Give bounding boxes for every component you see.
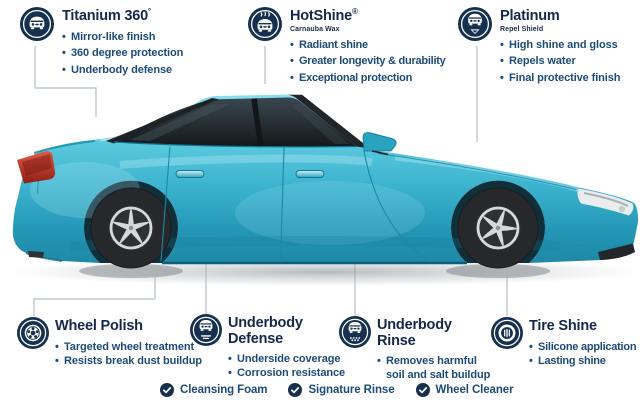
bullet: Exceptional protection xyxy=(290,70,446,87)
feature-bullets: High shine and gloss Repels water Final … xyxy=(500,37,620,87)
rear-window-trim xyxy=(106,98,219,144)
front-door-handle xyxy=(295,170,325,178)
connector-titanium-360 xyxy=(34,46,97,117)
feature-bullets: Silicone application Lasting shine xyxy=(529,340,637,368)
feature-title: Wheel Polish xyxy=(55,318,143,334)
feature-subtitle: Repel Shield xyxy=(500,25,544,33)
headlight xyxy=(577,188,634,216)
titanium-360-icon xyxy=(20,7,54,41)
feature-subtitle: Carnauba Wax xyxy=(290,25,340,33)
feature-tire-shine: Tire Shine Silicone application Lasting … xyxy=(491,317,637,368)
hotshine-icon xyxy=(248,7,282,41)
checkmark-circle-icon xyxy=(288,383,303,397)
bullet: Mirror-like finish xyxy=(62,29,183,46)
side-mirror xyxy=(362,132,397,152)
panel-seams xyxy=(33,140,635,263)
bullet: Underside coverage xyxy=(228,352,345,366)
connector-wheel-polish xyxy=(33,277,156,316)
tire-shine-icon xyxy=(491,317,523,349)
included-label: Wheel Cleaner xyxy=(435,384,514,396)
bullet: Repels water xyxy=(500,53,620,70)
rear-door-handle xyxy=(175,170,205,178)
included-item: Signature Rinse xyxy=(288,383,395,397)
front-intake xyxy=(598,243,635,260)
feature-hotshine: HotShine® Carnauba Wax Radiant shine Gre… xyxy=(248,7,446,86)
feature-bullets: Underside coverage Corrosion resistance xyxy=(228,352,345,380)
a-pillar-trim xyxy=(288,94,370,149)
bullet: Targeted wheel treatment xyxy=(55,340,202,354)
car-windows xyxy=(114,97,356,147)
feature-wheel-polish: Wheel Polish Targeted wheel treatment Re… xyxy=(17,317,202,368)
front-wheel xyxy=(457,187,539,269)
platinum-icon xyxy=(458,7,492,41)
feature-bullets: Mirror-like finish 360 degree protection… xyxy=(62,29,183,79)
wheel-polish-icon xyxy=(17,317,49,349)
taillight xyxy=(17,151,56,184)
feature-bullets: Radiant shine Greater longevity & durabi… xyxy=(290,37,446,87)
bullet: Silicone application xyxy=(529,340,637,354)
window-reflection xyxy=(130,104,230,141)
windshield-reflection xyxy=(292,103,350,144)
bullet: Final protective finish xyxy=(500,70,620,87)
included-label: Cleansing Foam xyxy=(180,384,268,396)
bullet: Resists break dust buildup xyxy=(55,354,202,368)
feature-title: Platinum xyxy=(500,8,560,24)
feature-platinum: Platinum Repel Shield High shine and glo… xyxy=(458,7,620,86)
belt-line xyxy=(113,141,357,148)
feature-title: Tire Shine xyxy=(529,318,597,334)
front-tire-shadow xyxy=(446,264,550,278)
bullet: High shine and gloss xyxy=(500,37,620,54)
included-item: Cleansing Foam xyxy=(160,383,268,397)
bullet: Corrosion resistance xyxy=(228,366,345,380)
wiper xyxy=(371,150,389,156)
rear-tire-shadow xyxy=(79,264,183,278)
bullet: Greater longevity & durability xyxy=(290,53,446,70)
checkmark-circle-icon xyxy=(415,383,430,397)
rear-wheel xyxy=(90,187,172,269)
bullet: Lasting shine xyxy=(529,354,636,368)
feature-underbody-defense: Underbody Defense Underside coverage Cor… xyxy=(190,314,345,380)
feature-titanium-360: Titanium 360° Mirror-like finish 360 deg… xyxy=(20,7,183,78)
feature-title: Underbody Rinse xyxy=(377,317,452,349)
bullet: Underbody defense xyxy=(62,62,183,79)
included-item: Wheel Cleaner xyxy=(415,383,514,397)
bullet: Removes harmful soil and salt buildup xyxy=(377,354,506,382)
feature-title: HotShine® xyxy=(290,7,358,24)
included-services: Cleansing Foam Signature Rinse Wheel Cle… xyxy=(160,383,514,397)
exhaust-tip xyxy=(28,251,44,258)
underbody-rinse-icon xyxy=(339,316,371,348)
feature-bullets: Targeted wheel treatment Resists break d… xyxy=(55,340,202,368)
bullet: Radiant shine xyxy=(290,37,446,54)
b-pillar xyxy=(251,98,264,148)
feature-bullets: Removes harmful soil and salt buildup xyxy=(377,354,506,382)
checkmark-circle-icon xyxy=(160,383,174,397)
underbody-defense-icon xyxy=(190,314,222,346)
feature-title: Underbody Defense xyxy=(228,315,303,347)
bullet: 360 degree protection xyxy=(62,45,183,62)
feature-title: Titanium 360° xyxy=(62,7,151,24)
included-label: Signature Rinse xyxy=(308,384,395,396)
feature-underbody-rinse: Underbody Rinse Removes harmful soil and… xyxy=(339,316,506,382)
